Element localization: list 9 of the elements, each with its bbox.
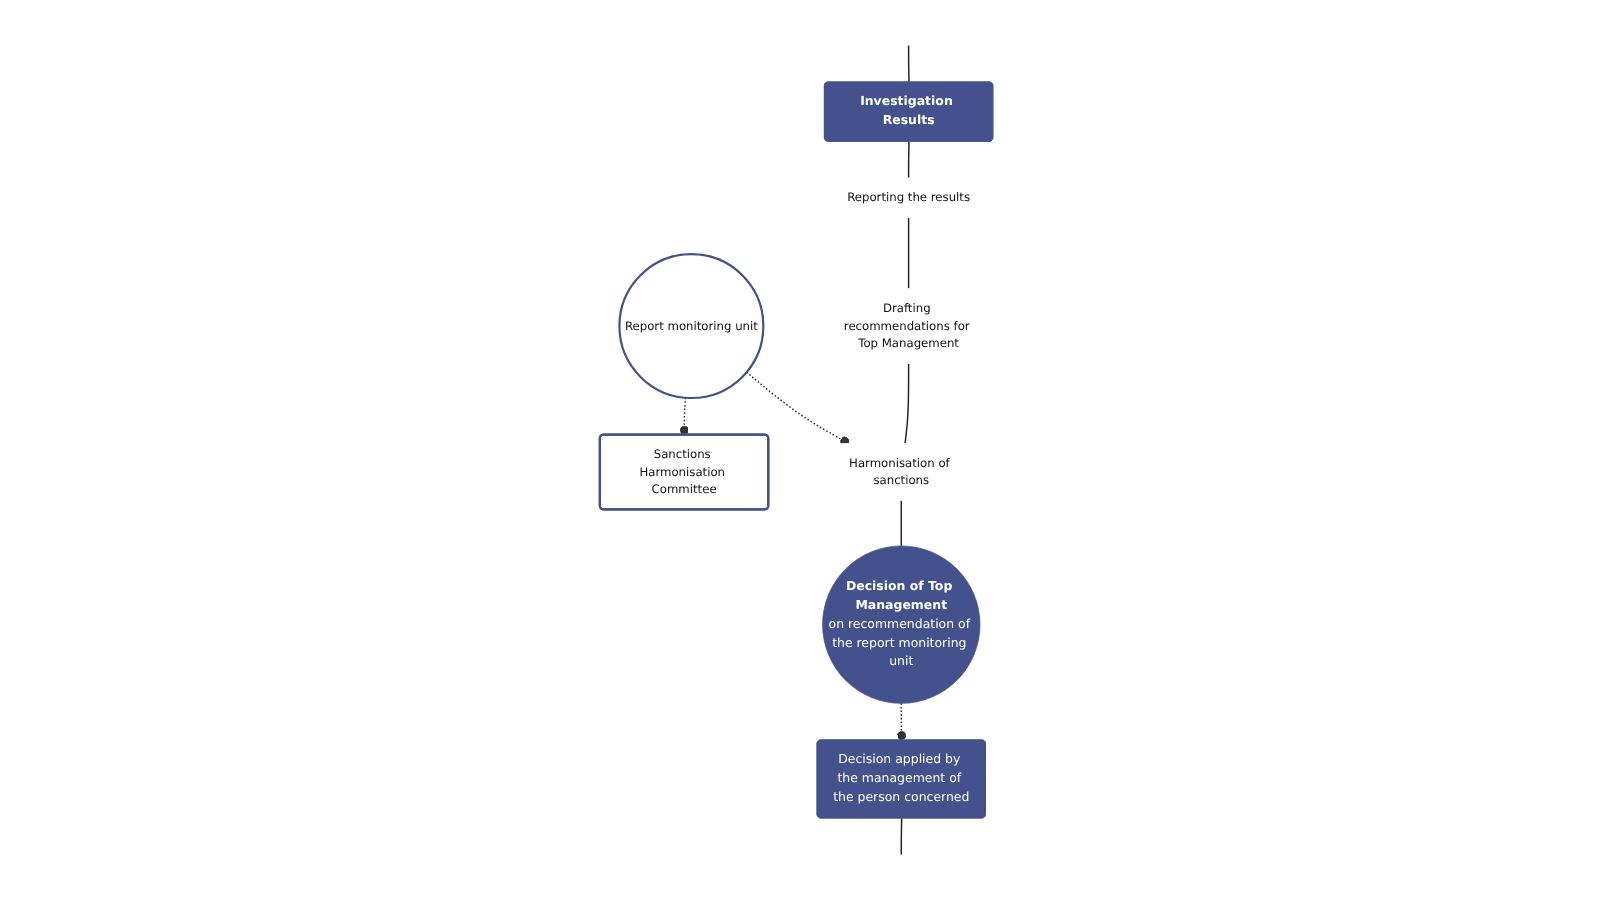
connector: [679, 397, 688, 436]
connector: [907, 44, 909, 84]
connector: [903, 362, 909, 445]
connector: [745, 371, 849, 446]
connector: [907, 216, 909, 290]
connector: [899, 499, 902, 547]
connector: [907, 140, 909, 179]
connector: [899, 817, 902, 856]
connector: [896, 702, 906, 742]
